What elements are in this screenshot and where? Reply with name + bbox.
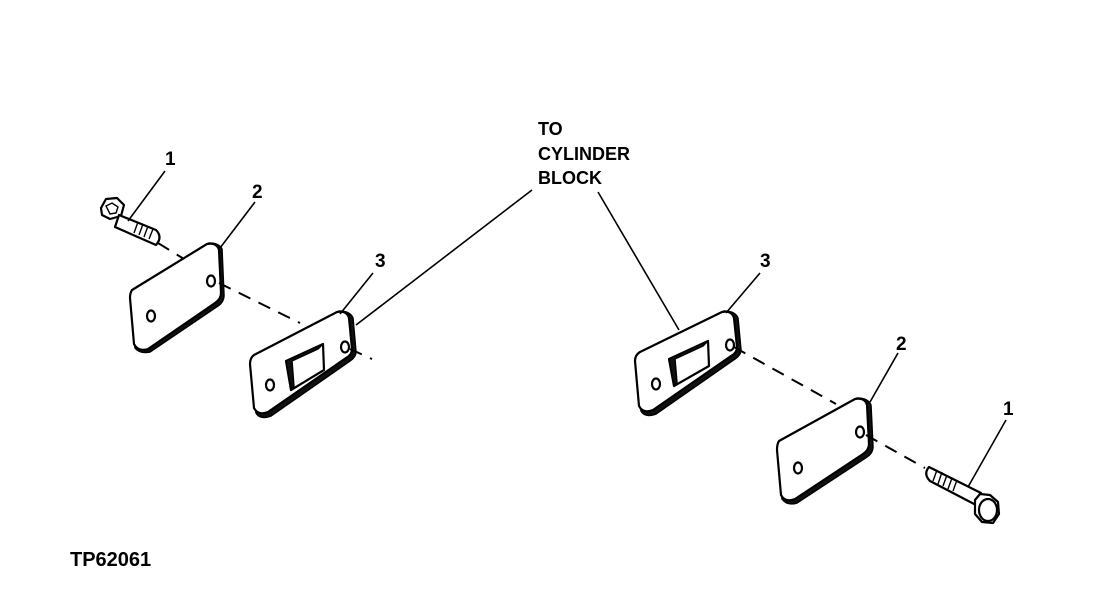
right-gasket-port-inner-wall — [668, 340, 709, 387]
right-cap-screw-threads — [932, 469, 958, 492]
left-gasket-upper-hole — [339, 340, 351, 354]
left-screw-centerline — [157, 242, 185, 260]
leader-right-screw — [967, 419, 1007, 488]
callout-left-cap-screw: 1 — [165, 149, 176, 170]
callout-left-gasket: 3 — [375, 251, 386, 272]
right-cap-screw — [925, 465, 1001, 525]
right-cover-plate-face — [775, 397, 871, 502]
note-line-1: TO — [538, 119, 563, 139]
figure-id: TP62061 — [70, 549, 151, 571]
left-cap-screw — [99, 196, 161, 247]
left-cover-plate-upper-hole — [205, 274, 217, 288]
leader-left-plate — [219, 201, 256, 249]
leader-left-screw — [127, 170, 166, 222]
left-cap-screw-threads — [133, 221, 154, 240]
left-gasket-lower-hole — [264, 378, 276, 392]
right-cover-plate — [775, 397, 874, 505]
right-cap-screw-shank — [925, 465, 983, 507]
left-plate-centerline — [218, 282, 301, 324]
right-cover-plate-upper-hole — [854, 425, 866, 439]
left-cover-plate-lower-hole — [145, 309, 157, 323]
leader-note-right — [597, 191, 680, 331]
callout-right-cover-plate: 2 — [896, 334, 907, 355]
left-gasket-port-inner-wall — [285, 343, 324, 391]
right-cover-plate-lower-hole — [792, 461, 804, 475]
leader-left-gasket — [339, 272, 374, 315]
leader-note-left — [355, 189, 533, 326]
left-cap-screw-head — [99, 196, 126, 221]
callout-right-cap-screw: 1 — [1003, 399, 1014, 420]
left-gasket — [248, 310, 357, 419]
left-cap-screw-shank — [113, 213, 161, 247]
left-cap-screw-head-face — [105, 202, 119, 215]
right-plate-centerline — [865, 434, 926, 469]
callout-right-gasket: 3 — [760, 251, 771, 272]
leader-right-gasket — [725, 272, 761, 314]
right-gasket-centerline — [733, 346, 837, 405]
right-gasket — [633, 310, 742, 417]
note-line-2: CYLINDER — [538, 144, 630, 164]
note-line-3: BLOCK — [538, 168, 602, 188]
callout-left-cover-plate: 2 — [252, 182, 263, 203]
leader-right-plate — [869, 352, 899, 403]
right-gasket-upper-hole — [724, 338, 736, 352]
left-cover-plate — [128, 242, 225, 354]
right-gasket-lower-hole — [650, 377, 662, 391]
left-cover-plate-face — [128, 242, 223, 351]
left-gasket-centerline — [349, 348, 373, 360]
right-cap-screw-head-face — [977, 497, 999, 523]
